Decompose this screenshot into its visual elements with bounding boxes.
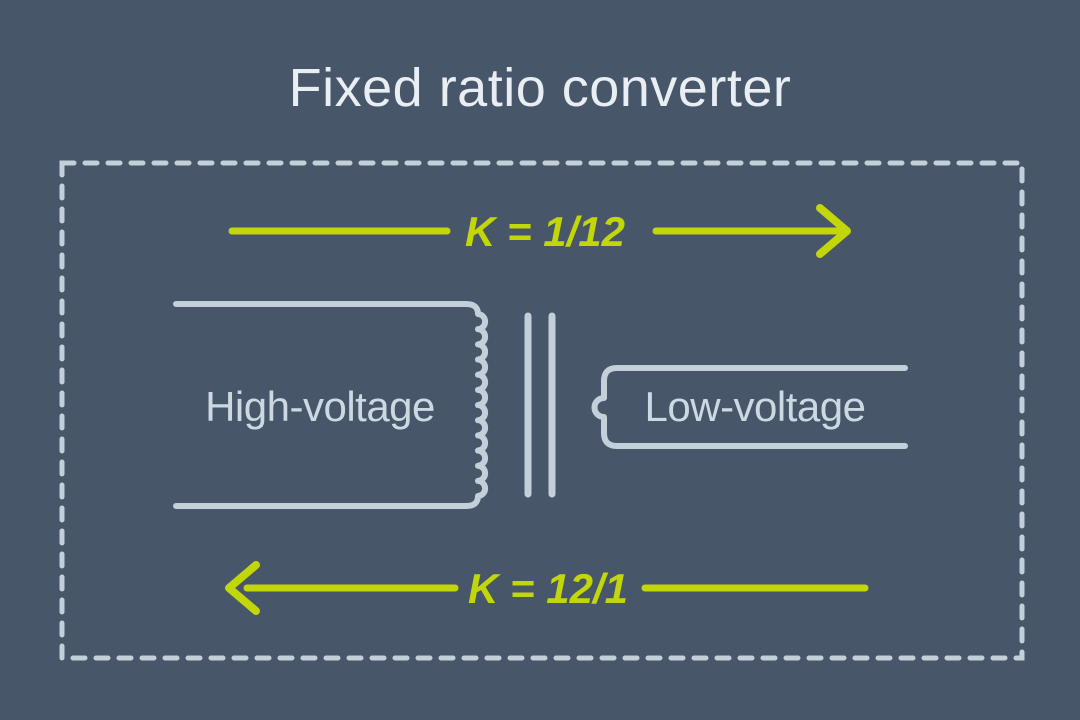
dashed-border (59, 160, 1025, 661)
top-arrow-label: K = 1/12 (465, 208, 625, 255)
high-voltage-label: High-voltage (205, 383, 435, 430)
page-title: Fixed ratio converter (289, 58, 792, 118)
bottom-arrow-label: K = 12/1 (468, 565, 628, 612)
top-arrow: K = 1/12 (228, 204, 851, 258)
high-voltage-winding (173, 301, 489, 509)
low-voltage-winding (591, 365, 908, 449)
left-arrowhead-icon (225, 561, 260, 615)
bottom-arrow: K = 12/1 (225, 561, 869, 615)
transformer-symbol: High-voltage Low-voltage (173, 301, 908, 509)
low-voltage-label: Low-voltage (645, 383, 866, 430)
right-arrowhead-icon (816, 204, 851, 258)
transformer-core-bars (524, 312, 556, 498)
